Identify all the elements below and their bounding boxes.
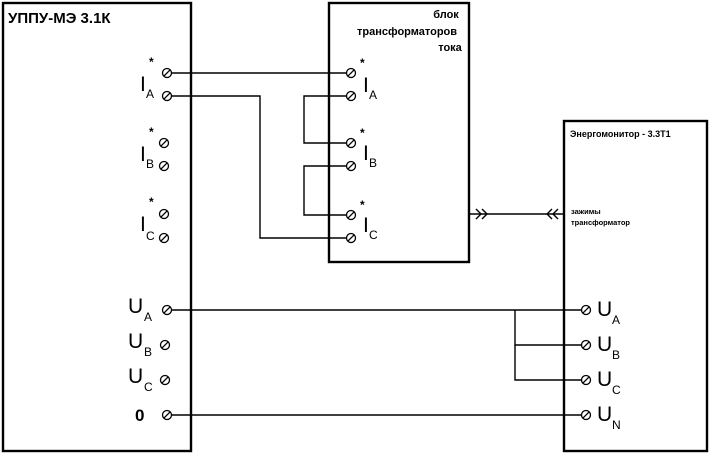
terminal-icon[interactable] [158, 208, 170, 220]
uppu-ia-letter: I [140, 73, 146, 96]
uppu-ua-sub: A [144, 310, 152, 324]
energomonitor-ua-letter: U [597, 298, 612, 321]
uppu-voltage-zero: 0 [135, 406, 144, 425]
uppu-ic-sub: C [146, 229, 155, 243]
wire-ua-ub [514, 310, 581, 346]
uppu-voltage-ua: U A [128, 295, 152, 324]
transformer-block: блок трансформаторов тока I A * I B * I … [327, 1, 471, 264]
uppu-title: УППУ-МЭ 3.1К [8, 10, 111, 27]
uppu-ia-sub: A [146, 87, 154, 101]
uppu-voltage-uc: U C [128, 365, 153, 394]
terminal-icon[interactable] [345, 67, 357, 79]
transformer-frame [327, 1, 471, 264]
terminal-icon[interactable] [345, 209, 357, 221]
uppu-current-ia: I A * [140, 55, 154, 101]
terminal-icon[interactable] [345, 232, 357, 244]
transformer-ic: I C * [360, 198, 378, 242]
uppu-ub-letter: U [128, 330, 143, 353]
energomonitor-uc: U C [597, 368, 621, 397]
wire-bridge-ia-ib [303, 95, 346, 144]
transformer-ia-star: * [360, 56, 365, 70]
energomonitor-title: Энергомонитор - 3.3Т1 [570, 129, 671, 139]
terminal-icon[interactable] [580, 374, 592, 386]
wire-ua-uc [514, 345, 581, 381]
energomonitor-block: Энергомонитор - 3.3Т1 зажимы трансформат… [562, 119, 709, 453]
terminal-icon[interactable] [158, 232, 170, 244]
uppu-ib-letter: I [140, 143, 146, 166]
terminal-icon[interactable] [345, 137, 357, 149]
transformer-ia: I A * [360, 56, 377, 102]
uppu-current-ic: I C * [140, 195, 155, 243]
energomonitor-un-sub: N [612, 418, 621, 432]
transformer-ib-sub: B [369, 156, 377, 170]
uppu-uc-letter: U [128, 365, 143, 388]
transformer-ib: I B * [360, 126, 377, 170]
transformer-ic-sub: C [369, 228, 378, 242]
transformer-ib-letter: I [363, 142, 369, 165]
uppu-uc-sub: C [144, 380, 153, 394]
energomonitor-ub-letter: U [597, 333, 612, 356]
terminal-icon[interactable] [158, 160, 170, 172]
wire-bridge-ib-ic [303, 165, 346, 216]
terminal-icon[interactable] [580, 304, 592, 316]
energomonitor-frame [562, 119, 709, 453]
terminal-icon[interactable] [158, 137, 170, 149]
energomonitor-ub-sub: B [612, 348, 620, 362]
uppu-ic-star: * [149, 195, 154, 209]
uppu-ua-letter: U [128, 295, 143, 318]
terminal-icon[interactable] [159, 374, 171, 386]
terminal-icon[interactable] [159, 339, 171, 351]
energomonitor-connector-label-2: трансформатор [571, 218, 630, 227]
transformer-title-line-1: блок [433, 9, 459, 21]
uppu-current-ib: I B * [140, 125, 154, 171]
energomonitor-ub: U B [597, 333, 620, 362]
terminal-icon[interactable] [345, 160, 357, 172]
terminal-icon[interactable] [161, 304, 173, 316]
terminal-icon[interactable] [161, 67, 173, 79]
energomonitor-connector-label-1: зажимы [571, 207, 601, 216]
energomonitor-uc-sub: C [612, 383, 621, 397]
uppu-voltage-ub: U B [128, 330, 152, 359]
uppu-ub-sub: B [144, 345, 152, 359]
terminal-icon[interactable] [161, 409, 173, 421]
wire-ia-to-ic [172, 95, 346, 239]
transformer-ic-letter: I [363, 214, 369, 237]
transformer-title-line-2: трансформаторов [357, 26, 457, 38]
transformer-ia-letter: I [363, 74, 369, 97]
terminal-icon[interactable] [345, 90, 357, 102]
energomonitor-ua: U A [597, 298, 620, 327]
uppu-ia-star: * [149, 55, 154, 69]
energomonitor-ua-sub: A [612, 313, 620, 327]
uppu-ic-letter: I [140, 213, 146, 236]
terminal-icon[interactable] [580, 409, 592, 421]
uppu-ib-sub: B [146, 157, 154, 171]
energomonitor-uc-letter: U [597, 368, 612, 391]
transformer-ic-star: * [360, 198, 365, 212]
energomonitor-un: U N [597, 403, 621, 432]
transformer-title-line-3: тока [438, 42, 462, 54]
uppu-block: УППУ-МЭ 3.1К I A * I B * I C * U A U B U… [1, 1, 193, 453]
terminal-icon[interactable] [161, 90, 173, 102]
connector-plug-icon[interactable] [475, 208, 559, 220]
uppu-frame [1, 1, 193, 453]
wiring [172, 72, 581, 416]
uppu-zero-letter: 0 [135, 406, 144, 425]
terminal-icon[interactable] [580, 339, 592, 351]
transformer-ib-star: * [360, 126, 365, 140]
energomonitor-un-letter: U [597, 403, 612, 426]
transformer-ia-sub: A [369, 88, 377, 102]
uppu-ib-star: * [149, 125, 154, 139]
